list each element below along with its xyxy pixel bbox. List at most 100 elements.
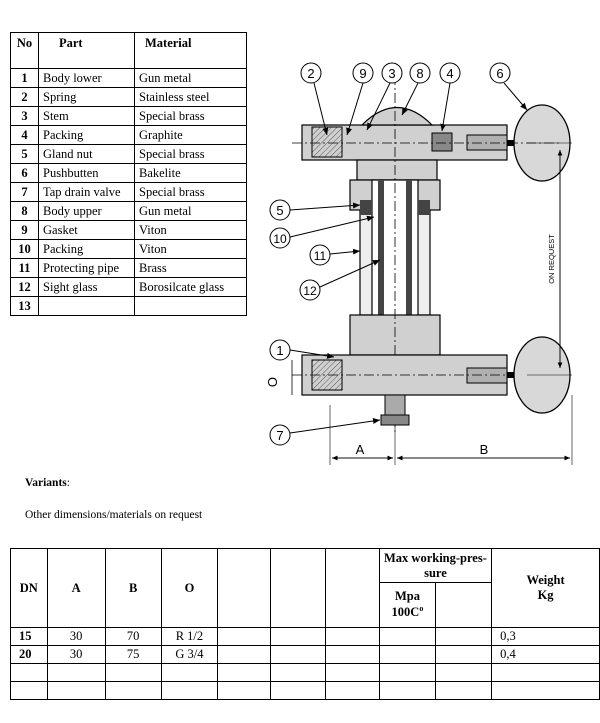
- callout-3: 3: [366, 62, 403, 131]
- header-material: Material: [134, 32, 247, 69]
- svg-text:B: B: [480, 442, 489, 457]
- svg-text:1: 1: [276, 343, 283, 358]
- dims-row: 20 30 75 G 3/4 0,4: [10, 645, 600, 664]
- part-name: Stem: [38, 106, 135, 126]
- part-name: Body lower: [38, 68, 135, 88]
- callout-10: 10: [269, 215, 375, 249]
- svg-text:3: 3: [388, 66, 395, 81]
- dims-row: [10, 681, 600, 700]
- part-material: Bakelite: [134, 163, 247, 183]
- svg-text:6: 6: [496, 66, 503, 81]
- callout-6: 6: [489, 62, 528, 111]
- callout-2: 2: [300, 62, 329, 136]
- dims-row: 15 30 70 R 1/2 0,3: [10, 627, 600, 646]
- dimension-a-b: A B: [329, 395, 573, 465]
- part-material: Viton: [134, 239, 247, 259]
- callout-5: 5: [269, 199, 361, 221]
- svg-text:12: 12: [303, 284, 317, 298]
- parts-row: 13: [10, 296, 247, 316]
- part-name: Gasket: [38, 220, 135, 240]
- part-name: Protecting pipe: [38, 258, 135, 278]
- part-name: Packing: [38, 125, 135, 145]
- callout-9: 9: [346, 62, 374, 136]
- header-pressure-unit: Mpa 100Co: [378, 582, 437, 628]
- part-name: Gland nut: [38, 144, 135, 164]
- callout-11: 11: [309, 244, 361, 266]
- svg-text:4: 4: [446, 66, 453, 81]
- part-material: Special brass: [134, 182, 247, 202]
- part-no: 7: [10, 182, 39, 202]
- dimension-on-request: ON REQUEST: [527, 142, 572, 376]
- part-no: 12: [10, 277, 39, 297]
- part-material: Brass: [134, 258, 247, 278]
- svg-text:5: 5: [276, 203, 283, 218]
- part-no: 6: [10, 163, 39, 183]
- dimensions-table: DN A B O Max working-pres-sure Weight Kg…: [10, 548, 600, 700]
- sight-glass-drawing: 2 9 3 8 4 6 5 10 11: [265, 62, 573, 465]
- callout-7: 7: [269, 418, 381, 446]
- part-name: Spring: [38, 87, 135, 107]
- part-no: 10: [10, 239, 39, 259]
- part-material: Special brass: [134, 144, 247, 164]
- part-name: Sight glass: [38, 277, 135, 297]
- parts-table-header: No Part Material: [10, 32, 247, 69]
- dims-header-row-2: Mpa 100Co: [11, 582, 600, 628]
- part-material: Borosilcate glass: [134, 277, 247, 297]
- header-b: B: [104, 548, 162, 628]
- part-material: Special brass: [134, 106, 247, 126]
- part-no: 13: [10, 296, 39, 316]
- svg-text:11: 11: [314, 249, 327, 263]
- svg-text:2: 2: [307, 66, 314, 81]
- svg-text:ON REQUEST: ON REQUEST: [547, 234, 556, 284]
- callout-12: 12: [299, 259, 381, 301]
- svg-text:7: 7: [276, 428, 283, 443]
- part-no: 2: [10, 87, 39, 107]
- part-no: 8: [10, 201, 39, 221]
- part-material: Stainless steel: [134, 87, 247, 107]
- svg-text:A: A: [356, 442, 365, 457]
- callout-8: 8: [401, 62, 431, 116]
- header-pressure: Max working-pres-sure: [378, 548, 493, 583]
- part-material: Gun metal: [134, 201, 247, 221]
- svg-text:8: 8: [416, 66, 423, 81]
- part-material: [134, 296, 247, 316]
- callout-1: 1: [269, 339, 335, 361]
- header-a: A: [46, 548, 106, 628]
- part-no: 9: [10, 220, 39, 240]
- part-material: Graphite: [134, 125, 247, 145]
- callout-4: 4: [439, 62, 461, 132]
- upper-body: [301, 106, 508, 181]
- part-no: 5: [10, 144, 39, 164]
- part-material: Gun metal: [134, 68, 247, 88]
- header-part: Part: [38, 32, 135, 69]
- part-name: [38, 296, 135, 316]
- svg-text:10: 10: [273, 232, 287, 246]
- part-name: Packing: [38, 239, 135, 259]
- part-no: 1: [10, 68, 39, 88]
- variants-note: Other dimensions/materials on request: [25, 509, 203, 521]
- header-dn: DN: [10, 548, 48, 628]
- part-name: Tap drain valve: [38, 182, 135, 202]
- header-weight: Weight Kg: [491, 548, 600, 628]
- lower-body: [292, 142, 562, 426]
- dimension-o: O: [265, 360, 293, 395]
- sight-column: [349, 75, 441, 435]
- svg-text:9: 9: [359, 66, 366, 81]
- part-material: Viton: [134, 220, 247, 240]
- header-no: No: [10, 32, 39, 69]
- variants-title: Variants:: [25, 477, 70, 489]
- part-name: Pushbutten: [38, 163, 135, 183]
